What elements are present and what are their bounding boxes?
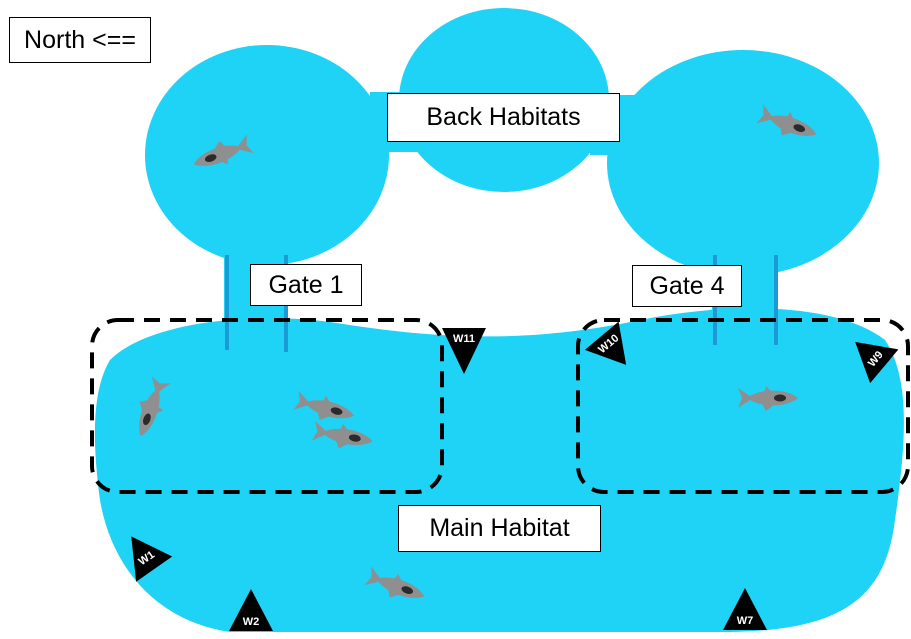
back-habitat-right <box>607 50 879 276</box>
fish <box>738 386 798 411</box>
north-direction-label: North <== <box>9 17 151 63</box>
fish <box>293 390 354 421</box>
fish <box>364 566 425 598</box>
fish <box>756 104 817 136</box>
fish <box>139 376 171 437</box>
svg-text:W11: W11 <box>453 333 475 345</box>
marker-w7: W7 <box>723 588 767 630</box>
marker-w10: W10 <box>584 321 627 365</box>
marker-w2: W2 <box>229 589 273 631</box>
fish <box>311 420 373 449</box>
zone-gate1 <box>90 318 444 494</box>
fish <box>193 134 254 166</box>
main-habitat <box>94 308 904 632</box>
gate1-label: Gate 1 <box>250 264 362 306</box>
gate4-label: Gate 4 <box>632 265 742 307</box>
svg-text:W2: W2 <box>243 616 260 628</box>
marker-w9: W9 <box>855 341 899 384</box>
svg-text:W7: W7 <box>737 615 754 627</box>
marker-w11: W11 <box>442 328 486 374</box>
back-habitats-label: Back Habitats <box>387 93 620 142</box>
back-habitat-left <box>145 45 389 265</box>
marker-w1: W1 <box>131 536 173 582</box>
main-habitat-label: Main Habitat <box>398 505 601 552</box>
zone-gate4 <box>576 318 910 494</box>
